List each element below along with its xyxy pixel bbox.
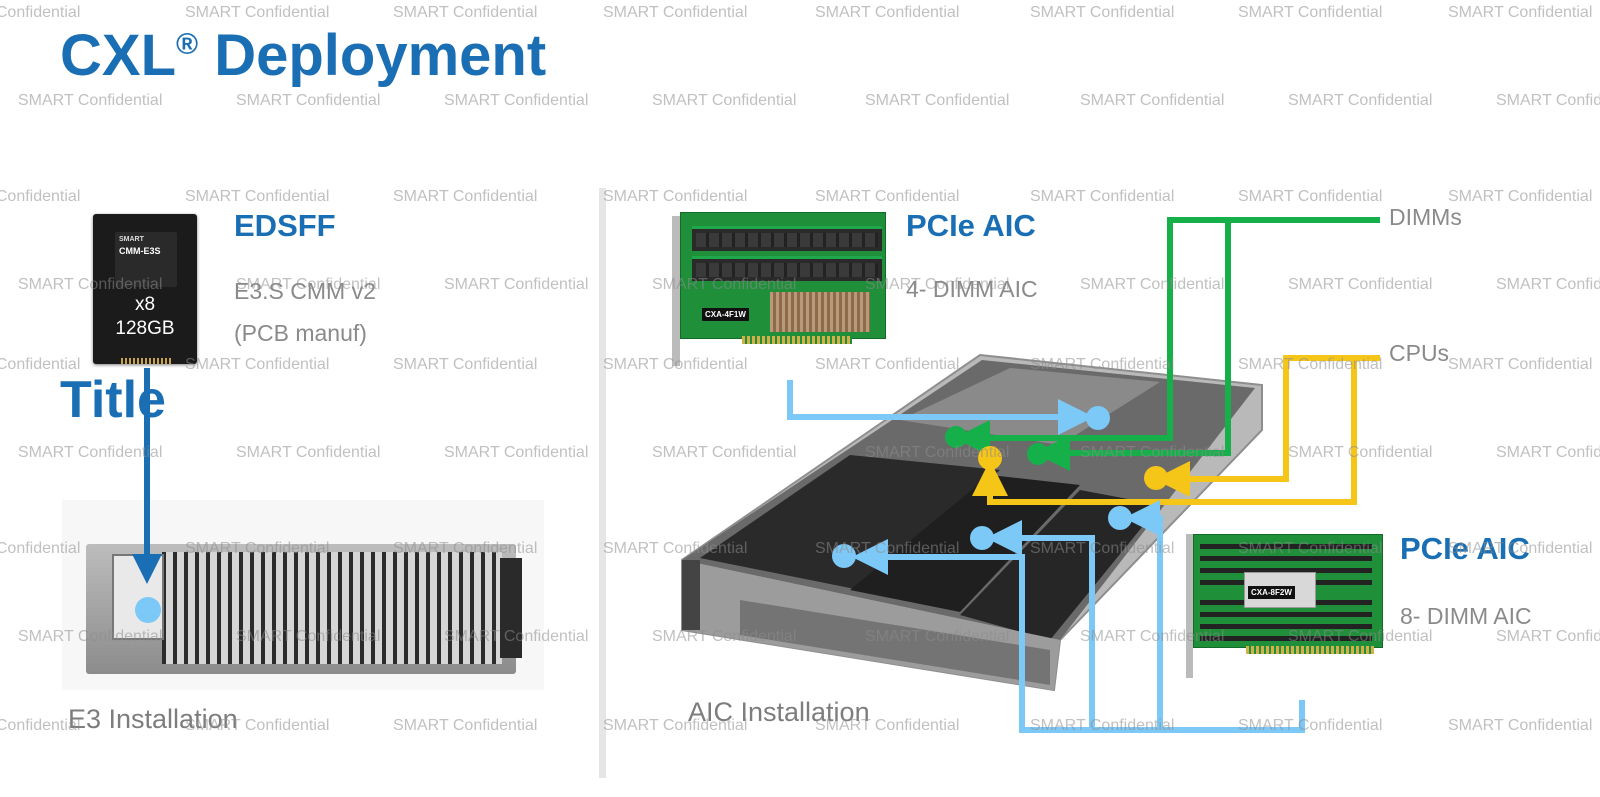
- edsff-desc-line1: E3.S CMM v2: [234, 278, 376, 304]
- front-bays: [682, 560, 700, 630]
- edsff-desc-line2: (PCB manuf): [234, 320, 367, 346]
- server-handle: [500, 558, 522, 658]
- cpu-arrow-2: [972, 355, 1380, 505]
- module-capacity: 128GB: [115, 318, 175, 339]
- dimm-arrow-1: [954, 217, 1380, 456]
- aic4-heading: PCIe AIC: [906, 208, 1036, 243]
- dimm-module: [692, 256, 882, 281]
- dimm-marker: [1027, 443, 1049, 465]
- e3-installation-caption: E3 Installation: [68, 704, 238, 734]
- dimm-slot: [1200, 624, 1372, 629]
- card-edge-fingers: [1246, 646, 1374, 654]
- cpu-marker: [1144, 466, 1168, 490]
- section-divider: [599, 188, 606, 778]
- dimm-slot: [1200, 612, 1372, 617]
- aic-installation-caption: AIC Installation: [688, 697, 870, 727]
- e3-marker: [135, 597, 161, 623]
- module-edge-connector: [121, 358, 173, 364]
- drive-bays: [162, 552, 502, 664]
- page-title: CXL® Deployment: [60, 22, 546, 89]
- dimm-slot: [1200, 636, 1372, 641]
- gpu-card: [960, 490, 1160, 640]
- edsff-module-image: SMART CMM-E3S x8 128GB: [93, 214, 197, 364]
- aic4-card-label: CXA-4F1W: [702, 308, 749, 321]
- gpu-card: [850, 475, 1080, 612]
- dimm-marker: [945, 426, 967, 448]
- aic-slot-marker: [970, 526, 994, 550]
- connector-block: [770, 292, 870, 332]
- aic8-arrow-3: [1124, 500, 1163, 730]
- registered-mark: ®: [176, 28, 199, 61]
- aic4-desc: 4- DIMM AIC: [906, 276, 1038, 302]
- cpu-marker: [978, 446, 1002, 470]
- aic8-arrow-2: [986, 520, 1095, 730]
- gpu-card: [700, 455, 1000, 590]
- dimm-slot: [1200, 544, 1372, 549]
- dimm-arrow-2: [1034, 217, 1380, 471]
- dimm-module: [692, 226, 882, 251]
- dimms-label: DIMMs: [1389, 204, 1462, 230]
- module-label: SMART CMM-E3S: [115, 232, 177, 287]
- aic8-heading: PCIe AIC: [1400, 531, 1530, 566]
- card-bracket: [1186, 534, 1193, 678]
- card-bracket: [672, 216, 680, 366]
- title-text-main: CXL: [60, 23, 176, 88]
- dimm-slot: [1200, 568, 1372, 573]
- module-quantity: x8: [134, 294, 156, 315]
- aic-8dimm-card-image: CXA-8F2W: [1186, 534, 1383, 678]
- aic8-card-label: CXA-8F2W: [1248, 586, 1295, 599]
- cpus-label: CPUs: [1389, 340, 1450, 366]
- aic8-arrow-1: [852, 539, 1305, 733]
- aic-slot-marker: [1108, 506, 1132, 530]
- module-model: CMM-E3S: [119, 246, 161, 256]
- aic8-desc: 8- DIMM AIC: [1400, 603, 1532, 629]
- aic4-arrow: [787, 380, 1094, 435]
- card-edge-fingers: [742, 336, 852, 344]
- aic-4dimm-card-image: CXA-4F1W: [672, 212, 886, 366]
- front-vents: [740, 600, 1050, 685]
- module-brand: SMART: [119, 236, 144, 243]
- dimm-slot: [1200, 556, 1372, 561]
- title-text-rest: Deployment: [198, 23, 547, 88]
- cpu-arrow-1: [1154, 355, 1380, 497]
- aic-slot-marker: [1086, 406, 1110, 430]
- edsff-heading: EDSFF: [234, 208, 336, 243]
- aic-slot-marker: [832, 544, 856, 568]
